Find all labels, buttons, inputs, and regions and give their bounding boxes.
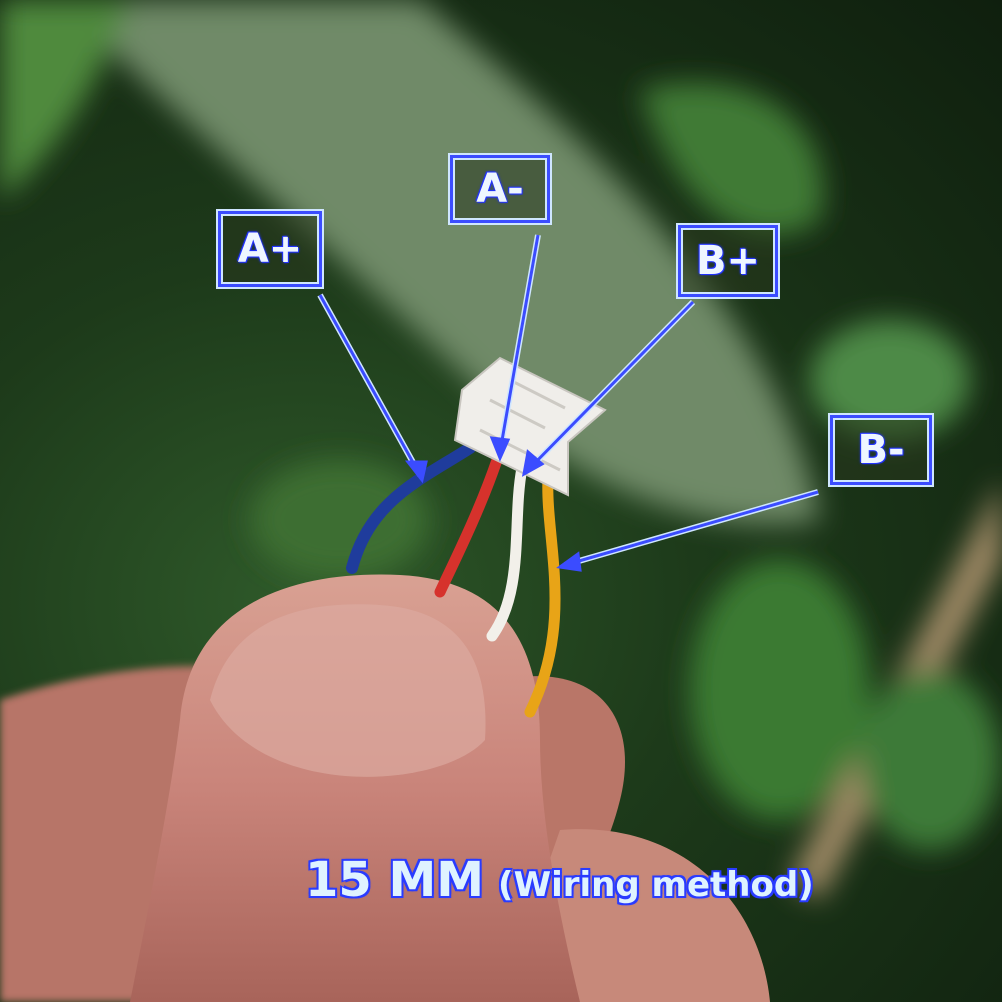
blurred-foliage-background bbox=[0, 0, 1002, 900]
wires bbox=[346, 442, 561, 718]
label-a-plus: A+ bbox=[218, 211, 322, 287]
caption-size: 15 MM bbox=[305, 852, 485, 908]
pointer-arrows bbox=[317, 234, 819, 572]
label-a-minus: A- bbox=[450, 155, 550, 223]
caption-note: (Wiring method) bbox=[498, 865, 814, 905]
label-b-plus: B+ bbox=[678, 225, 778, 297]
caption: 15 MM (Wiring method) bbox=[305, 852, 814, 908]
fingers bbox=[0, 574, 770, 1002]
label-b-minus: B- bbox=[830, 415, 932, 485]
